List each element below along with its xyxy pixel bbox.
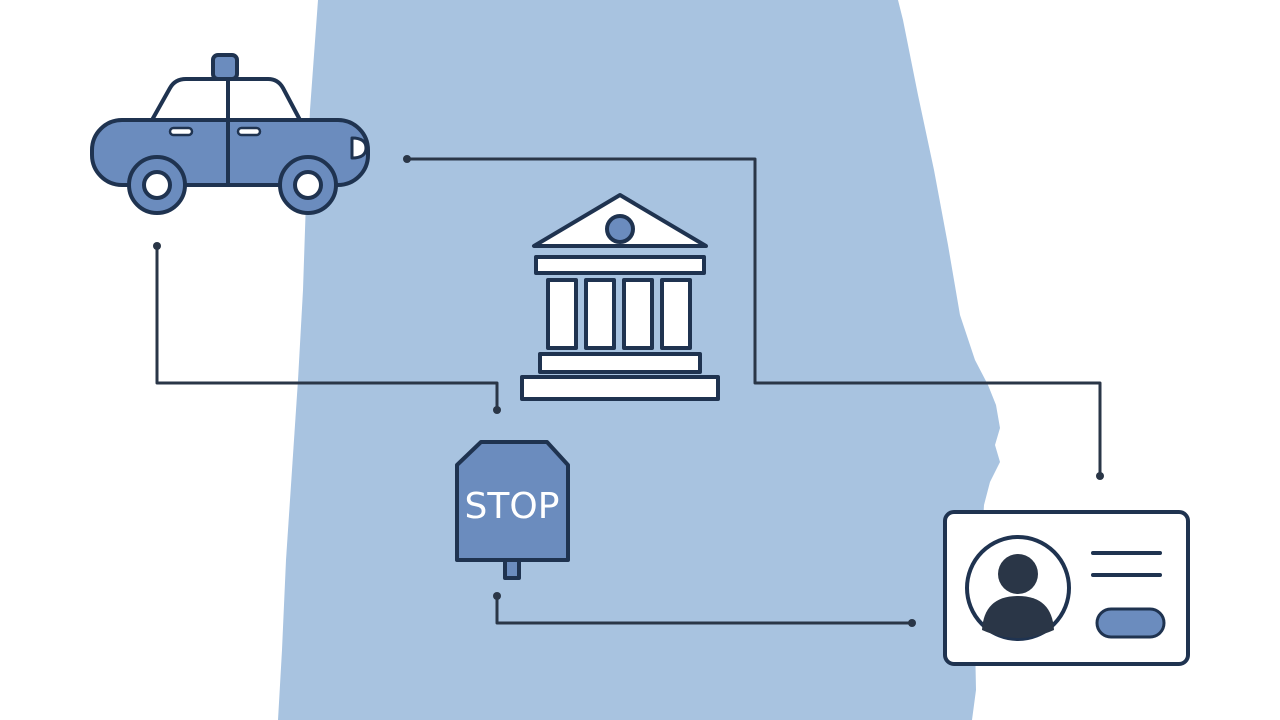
car-headlight: [350, 136, 368, 160]
stop-sign-post: [503, 558, 521, 580]
courthouse-emblem: [605, 214, 635, 244]
courthouse-icon: [520, 193, 720, 401]
connector-endpoints: [153, 155, 1104, 627]
car-hubcap-rear: [293, 170, 323, 200]
stop-sign-icon: STOP: [455, 440, 570, 580]
endpoint-dot: [403, 155, 411, 163]
courthouse-entablature: [534, 255, 706, 275]
police-car-icon: [90, 53, 370, 215]
stop-sign-plate: [455, 440, 570, 562]
connector-car-to-stop: [155, 244, 499, 412]
endpoint-dot: [493, 592, 501, 600]
id-card-icon: [943, 510, 1190, 666]
connector-car-to-id: [405, 157, 1102, 478]
endpoint-dot: [153, 242, 161, 250]
connector-id-to-stop: [495, 594, 914, 625]
courthouse-step-upper: [538, 352, 702, 374]
avatar-head: [998, 554, 1038, 594]
courthouse-column: [660, 278, 692, 350]
endpoint-dot: [493, 406, 501, 414]
courthouse-step-lower: [520, 375, 720, 401]
connector-lines: [155, 157, 1102, 625]
siren-light: [211, 53, 239, 81]
car-door-handle: [236, 126, 262, 137]
endpoint-dot: [1096, 472, 1104, 480]
courthouse-column: [546, 278, 578, 350]
avatar-shoulders: [982, 596, 1054, 638]
id-card-badge: [1095, 607, 1166, 639]
car-door-handle: [168, 126, 194, 137]
courthouse-column: [622, 278, 654, 350]
courthouse-column: [584, 278, 616, 350]
endpoint-dot: [908, 619, 916, 627]
car-hubcap-front: [142, 170, 172, 200]
stop-sign-label: STOP: [465, 486, 560, 527]
